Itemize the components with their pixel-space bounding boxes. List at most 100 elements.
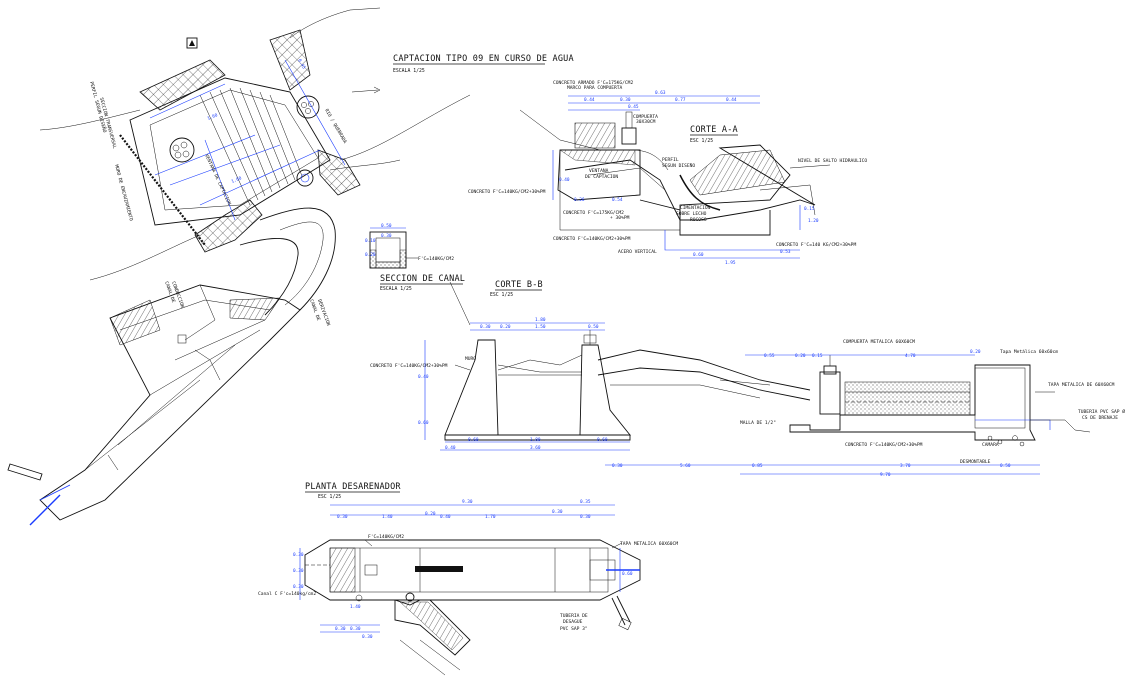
canal-dim-2: 0.10 bbox=[365, 238, 376, 244]
planta-scale: ESC 1/25 bbox=[318, 494, 341, 500]
bb-label-1: CONCRETO F'C=140KG/CM2+30%PM bbox=[370, 363, 448, 369]
aa-label-10: CONCRETO F'C=175KG/CM2 bbox=[563, 210, 624, 216]
captacion-title: CAPTACION TIPO 09 EN CURSO DE AGUA ESCAL… bbox=[393, 54, 574, 74]
pl-dim-4: 0.40 bbox=[440, 514, 451, 520]
aa-label-17: CONCRETO F'C=140 KG/CM2+30%PM bbox=[776, 242, 856, 248]
bb-dim-21: 9.70 bbox=[880, 472, 891, 478]
svg-text:MURO DE ENCAUZAMIENTO: MURO DE ENCAUZAMIENTO bbox=[113, 164, 134, 222]
aa-dim-6: 0.40 bbox=[559, 177, 570, 183]
aa-label-4: NIVEL DE SALTO HIDRAULICO bbox=[798, 158, 867, 164]
corte-bb: CORTE B-B ESC 1/25 1.80 0.30 0.20 1.50 0… bbox=[370, 280, 1125, 478]
bb-dim-9: 0.40 bbox=[445, 445, 456, 451]
pl-dim-15: 0.30 bbox=[362, 634, 373, 640]
bb-dim-3: 1.50 bbox=[535, 324, 546, 330]
bb-label-10: DESMONTABLE bbox=[960, 459, 991, 465]
bb-dim-19: 3.70 bbox=[900, 463, 911, 469]
pl-dim-8: 0.30 bbox=[580, 514, 591, 520]
bb-label-2: COMPUERTA METALICA 60X60CM bbox=[843, 339, 915, 345]
canal-label: F'C=140KG/CM2 bbox=[418, 256, 454, 262]
pl-dim-13: 0.60 bbox=[622, 571, 633, 577]
planta-desarenador: PLANTA DESARENADOR ESC 1/25 9.30 0.30 1.… bbox=[258, 482, 678, 676]
bb-dim-10: 3.60 bbox=[530, 445, 541, 451]
aa-label-0: CONCRETO ARMADO F'C=175KG/CM2 bbox=[553, 80, 633, 86]
pl-dim-0b: 9.30 bbox=[462, 499, 473, 505]
aa-dim-9: 0.15 bbox=[804, 206, 815, 212]
bb-dim-7: 1.80 bbox=[530, 437, 541, 443]
svg-text:1.60: 1.60 bbox=[231, 175, 243, 185]
bb-dim-5: 0.40 bbox=[418, 374, 429, 380]
aa-dim-5: 0.44 bbox=[726, 97, 737, 103]
bb-dim-20: 0.50 bbox=[1000, 463, 1011, 469]
aa-dim-3: 0.45 bbox=[628, 104, 639, 110]
plan-circle-right bbox=[296, 95, 320, 119]
seccion-canal-title: SECCION DE CANAL bbox=[380, 274, 465, 284]
bb-dim-0: 1.80 bbox=[535, 317, 546, 323]
corte-aa-title: CORTE A-A bbox=[690, 125, 738, 135]
bb-label-9: CAMARA bbox=[982, 442, 999, 448]
aa-dim-2: 0.30 bbox=[620, 97, 631, 103]
pl-dim-10: 0.30 bbox=[293, 584, 304, 590]
canal-dim-3: 0.20 bbox=[365, 252, 376, 258]
canal-dim-0: 0.50 bbox=[381, 223, 392, 229]
aa-dim-0: 0.63 bbox=[655, 90, 666, 96]
pl-dim-3b: 1.40 bbox=[350, 604, 361, 610]
pl-label-4: PVC SAP 3" bbox=[560, 626, 588, 632]
aa-dim-12: 1.95 bbox=[725, 260, 736, 266]
seccion-canal-scale: ESCALA 1/25 bbox=[380, 286, 412, 292]
captacion-scale-text: ESCALA 1/25 bbox=[393, 68, 425, 74]
aa-dim-8: 0.54 bbox=[612, 197, 623, 203]
pl-label-2: TUBERIA DE bbox=[560, 613, 588, 619]
pl-dim-0: 0.30 bbox=[337, 514, 348, 520]
corte-bb-title: CORTE B-B bbox=[495, 280, 543, 290]
bb-dim-2: 0.20 bbox=[500, 324, 511, 330]
aa-label-6: SEGUN DISEÑO bbox=[662, 162, 695, 169]
bb-label-4: TAPA METALICA DE 60X60CM bbox=[1048, 382, 1115, 388]
svg-text:VENTANA DE CAPTACION: VENTANA DE CAPTACION bbox=[203, 153, 232, 206]
pl-dim-6: 0.35 bbox=[580, 499, 591, 505]
bb-dim-16: 0.30 bbox=[612, 463, 623, 469]
svg-text:0.45: 0.45 bbox=[296, 58, 307, 70]
aa-label-1: MARCO PARA COMPUERTA bbox=[567, 85, 623, 91]
bb-label-6: CS DE DRENAJE bbox=[1082, 415, 1118, 421]
plan-steps bbox=[199, 87, 303, 206]
pl-dim-3: 1.40 bbox=[382, 514, 393, 520]
aa-label-9: CONCRETO F'C=140KG/CM2+30%PM bbox=[468, 189, 546, 195]
aa-label-11: + 30%PM bbox=[610, 215, 630, 221]
aa-dim-4: 0.77 bbox=[675, 97, 686, 103]
bb-label-3: Tapa Metálica 60x60cm bbox=[1000, 348, 1058, 355]
aa-label-2: COMPUERTA bbox=[633, 114, 658, 120]
aa-label-16: ACERO VERTICAL bbox=[618, 249, 657, 255]
north-arrow-icon bbox=[186, 37, 198, 49]
bb-dim-4: 0.50 bbox=[588, 324, 599, 330]
bb-label-0: MURO bbox=[465, 356, 476, 362]
bb-dim-8b: 0.60 bbox=[597, 437, 608, 443]
bb-dim-14: 4.70 bbox=[905, 353, 916, 359]
aa-dim-1: 0.44 bbox=[584, 97, 595, 103]
aa-label-7: VENTANA bbox=[589, 168, 609, 174]
bb-label-5: TUBERIA PVC SAP Ø bbox=[1078, 408, 1125, 415]
pl-dim-7: 0.30 bbox=[552, 509, 563, 515]
pl-label-5: Canal C F'c=140kg/cm2 bbox=[258, 591, 316, 597]
aa-dim-7: 0.26 bbox=[574, 197, 585, 203]
pl-dim-12: 0.30 bbox=[293, 568, 304, 574]
bb-label-7: MALLA DE 1/2" bbox=[740, 420, 776, 426]
bb-dim-8: 0.60 bbox=[468, 437, 479, 443]
bb-label-8: CONCRETO F'C=140KG/CM2+30%PM bbox=[845, 442, 923, 448]
seccion-canal: 0.50 0.30 0.10 0.20 F'C=140KG/CM2 SECCIO… bbox=[365, 223, 465, 292]
pl-label-0: F'C=140KG/CM2 bbox=[368, 534, 404, 540]
aa-label-8: DE CAPTACION bbox=[585, 174, 618, 180]
bb-dim-11: 0.55 bbox=[764, 353, 775, 359]
pl-label-1: TAPA METALICA 60X60CM bbox=[620, 541, 678, 547]
bb-dim-18: 0.85 bbox=[752, 463, 763, 469]
captacion-title-text: CAPTACION TIPO 09 EN CURSO DE AGUA bbox=[393, 54, 574, 64]
corte-aa: CORTE A-A ESC 1/25 0.63 0.44 0.30 0.45 0… bbox=[468, 80, 867, 266]
aa-label-13: SOBRE LECHO bbox=[676, 211, 707, 217]
pl-dim-14: 0.30 bbox=[335, 626, 346, 632]
pl-dim-2: 0.20 bbox=[425, 511, 436, 517]
aa-dim-11: 0.60 bbox=[693, 252, 704, 258]
bb-dim-1: 0.30 bbox=[480, 324, 491, 330]
corte-aa-scale: ESC 1/25 bbox=[690, 138, 713, 144]
planta-title: PLANTA DESARENADOR bbox=[305, 482, 401, 492]
pl-dim-11: 0.30 bbox=[350, 626, 361, 632]
pl-dim-5: 1.70 bbox=[485, 514, 496, 520]
